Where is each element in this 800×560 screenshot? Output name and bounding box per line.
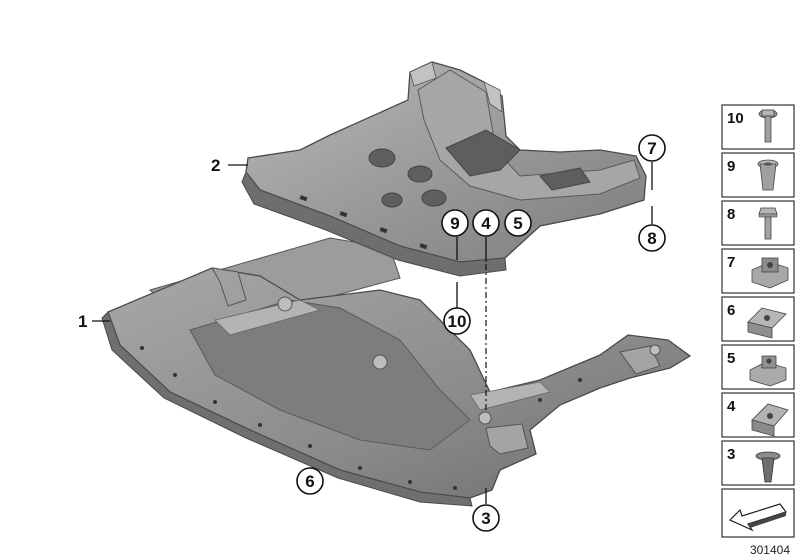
callout-3: 3 <box>472 504 500 532</box>
key-item-10: 10 <box>721 104 795 150</box>
bolt-with-collar-icon <box>758 109 778 143</box>
diagram-number: 301404 <box>750 543 790 557</box>
callout-label: 10 <box>448 312 467 331</box>
callout-7: 7 <box>638 134 666 162</box>
key-item-3: 3 <box>721 440 795 486</box>
callout-6: 6 <box>296 467 324 495</box>
callout-label: 1 <box>78 312 87 331</box>
callout-label: 6 <box>305 472 314 491</box>
callout-label: 7 <box>647 139 656 158</box>
key-item-5: 5 <box>721 344 795 390</box>
key-item-8: 8 <box>721 200 795 246</box>
key-label: 4 <box>727 398 736 415</box>
direction-arrow-icon <box>728 503 787 532</box>
upper-panel <box>241 61 647 277</box>
callout-4: 4 <box>472 209 500 237</box>
callout-5: 5 <box>504 209 532 237</box>
key-label: 10 <box>727 110 744 127</box>
key-item-4: 4 <box>721 392 795 438</box>
hex-bolt-icon <box>758 207 778 240</box>
key-label: 9 <box>727 158 735 175</box>
underbody-panel <box>101 237 692 507</box>
callout-1: 1 <box>78 312 87 331</box>
u-nut-icon <box>751 403 789 437</box>
callout-label: 9 <box>450 214 459 233</box>
square-clip-nut-icon <box>749 355 787 387</box>
leader-lines <box>92 162 653 504</box>
rivet-nut-icon <box>757 159 779 191</box>
key-label: 3 <box>727 446 735 463</box>
callout-label: 3 <box>481 509 490 528</box>
parts-key: 10 9 8 <box>721 104 795 538</box>
cage-nut-icon <box>751 257 789 289</box>
callout-label: 8 <box>647 229 656 248</box>
key-item-9: 9 <box>721 152 795 198</box>
key-label: 5 <box>727 350 735 367</box>
key-orientation <box>721 488 795 538</box>
key-label: 7 <box>727 254 735 271</box>
callout-10: 10 <box>443 307 471 335</box>
key-label: 6 <box>727 302 735 319</box>
callout-2: 2 <box>211 156 220 175</box>
spring-clip-icon <box>747 307 787 339</box>
callout-label: 5 <box>513 214 522 233</box>
callout-8: 8 <box>638 224 666 252</box>
key-item-6: 6 <box>721 296 795 342</box>
key-item-7: 7 <box>721 248 795 294</box>
callout-9: 9 <box>441 209 469 237</box>
callout-label: 2 <box>211 156 220 175</box>
expanding-rivet-icon <box>755 451 781 483</box>
key-label: 8 <box>727 206 735 223</box>
callout-label: 4 <box>481 214 491 233</box>
